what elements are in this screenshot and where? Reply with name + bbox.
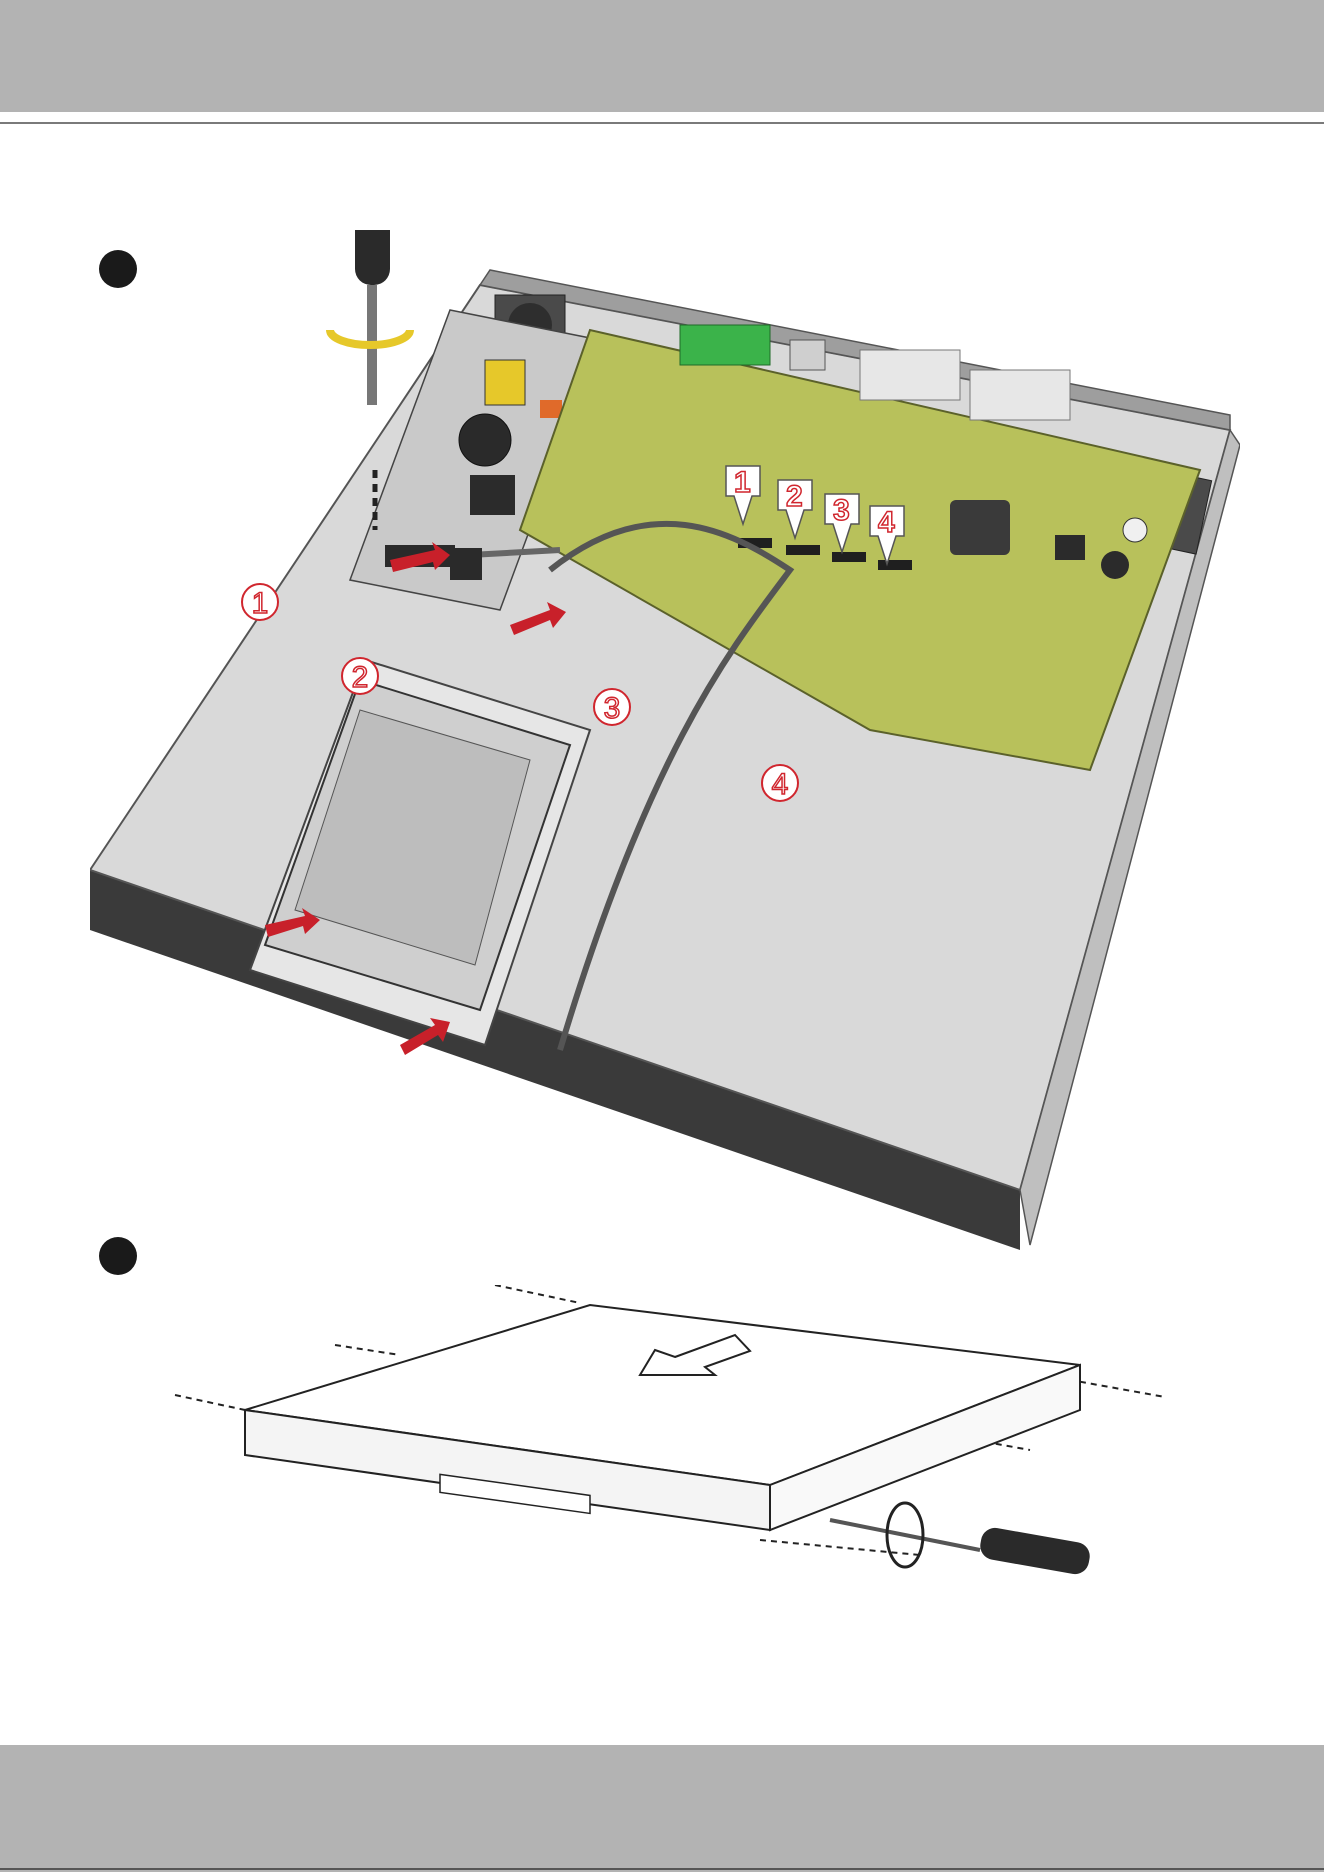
hdd-installation-illustration: 1 2 3 4 1 2 3 — [90, 230, 1240, 1250]
port-label-3: 3 — [833, 494, 850, 527]
zone-label-2: 2 — [352, 661, 369, 694]
zone-label-1: 1 — [252, 587, 269, 620]
port-label-1: 1 — [734, 466, 751, 499]
screwdriver-fig2 — [830, 1503, 1092, 1576]
screwdriver — [330, 230, 410, 405]
footer-band — [0, 1745, 1324, 1872]
footer-rule — [0, 1868, 1324, 1870]
cover-closing-illustration — [160, 1285, 1170, 1625]
port-label-2: 2 — [786, 480, 803, 513]
zone-label-3: 3 — [604, 692, 621, 725]
header-rule — [0, 122, 1324, 124]
header-band — [0, 0, 1324, 112]
zone-label-4: 4 — [772, 768, 789, 801]
port-label-4: 4 — [878, 506, 895, 539]
